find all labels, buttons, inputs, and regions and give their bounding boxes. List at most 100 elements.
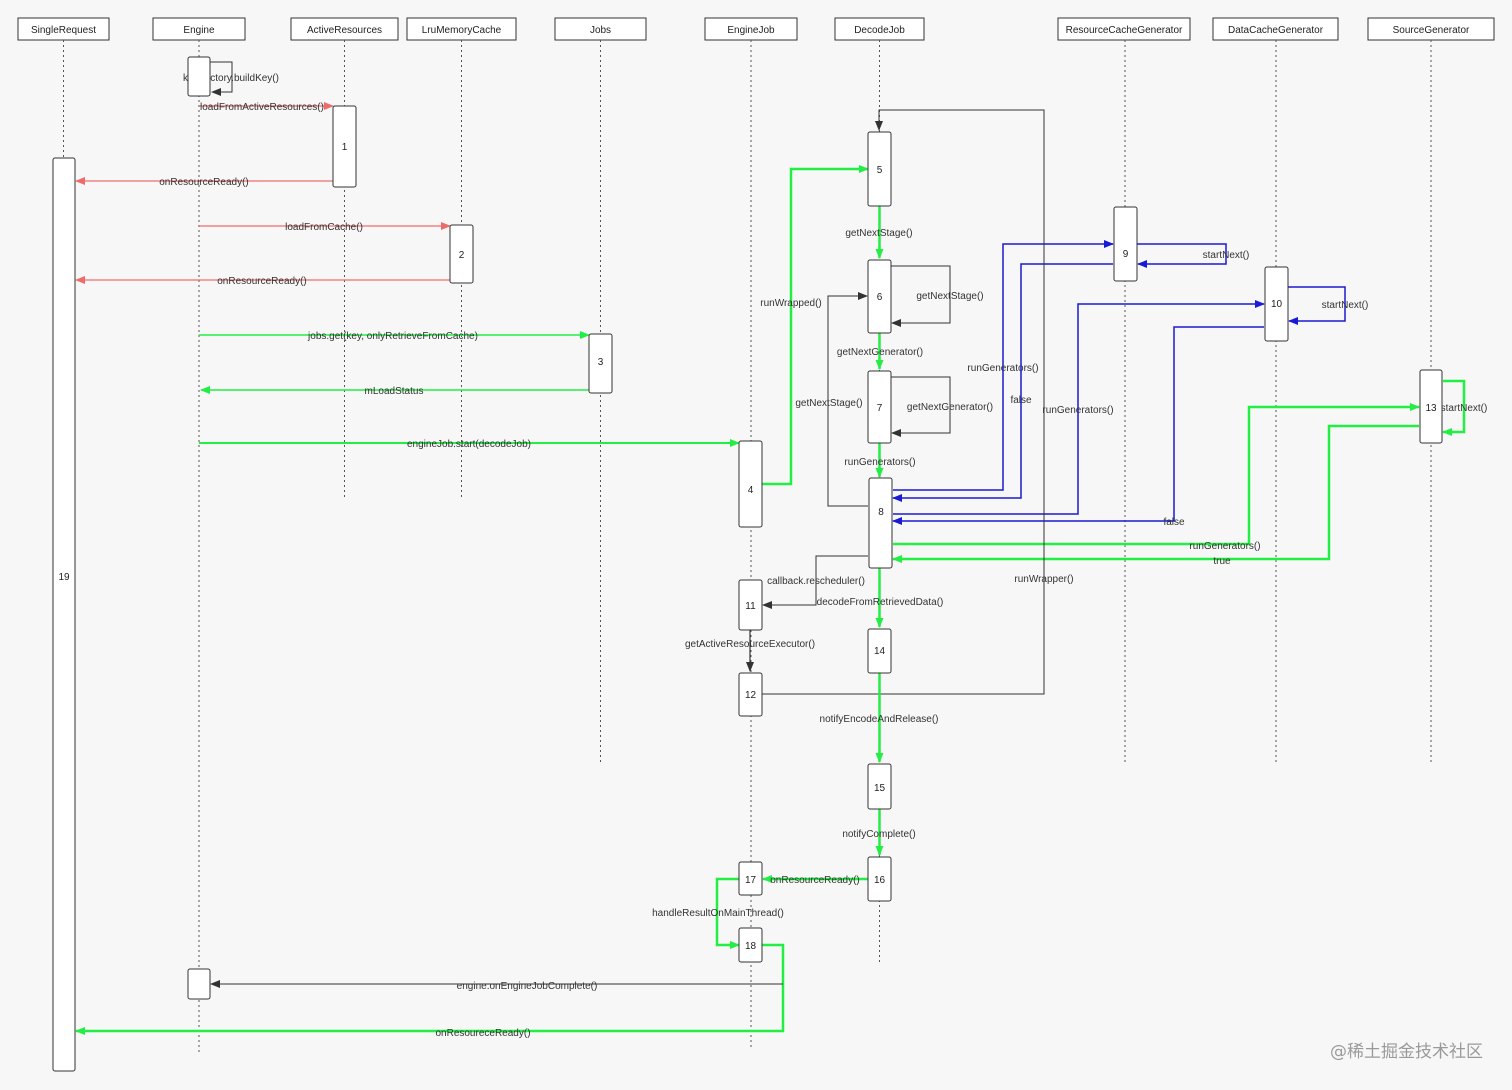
msg-decode-from-retrieved: decodeFromRetrievedData() (817, 568, 944, 628)
svg-text:getNextStage(): getNextStage() (916, 291, 983, 302)
svg-text:8: 8 (878, 507, 884, 518)
svg-text:keyFactory.buildKey(): keyFactory.buildKey() (183, 73, 279, 84)
svg-text:notifyEncodeAndRelease(): notifyEncodeAndRelease() (820, 714, 939, 725)
msg-handle-result-on-main-thread: handleResultOnMainThread() (652, 877, 784, 949)
svg-text:Jobs: Jobs (590, 25, 611, 36)
activation-engine-top (187, 56, 211, 97)
msg-run-generators-4: runGenerators() (893, 403, 1420, 552)
msg-true-1: true (892, 424, 1419, 567)
watermark: @稀土掘金技术社区 (1330, 1042, 1483, 1062)
svg-text:12: 12 (745, 690, 757, 701)
msg-get-next-generator-2: getNextGenerator() (891, 376, 993, 437)
svg-text:ResourceCacheGenerator: ResourceCacheGenerator (1066, 25, 1183, 36)
svg-text:loadFromCache(): loadFromCache() (285, 222, 363, 233)
svg-text:handleResultOnMainThread(): handleResultOnMainThread() (652, 908, 784, 919)
svg-text:4: 4 (748, 485, 754, 496)
svg-text:jobs.get(key, onlyRetrieveFrom: jobs.get(key, onlyRetrieveFromCache) (307, 331, 478, 342)
activation-16: 16 (867, 856, 892, 902)
activation-5: 5 (867, 131, 892, 207)
actor-decode-job: DecodeJob (834, 17, 925, 41)
svg-text:onResourceReady(): onResourceReady() (770, 875, 860, 886)
svg-text:loadFromActiveResources(): loadFromActiveResources() (200, 102, 324, 113)
svg-text:1: 1 (342, 142, 348, 153)
svg-text:startNext(): startNext() (1203, 250, 1250, 261)
msg-callback-rescheduler: callback.rescheduler() (762, 555, 868, 609)
msg-on-resource-ready-3: onResourceReady() (762, 875, 868, 886)
msg-m-load-status: mLoadStatus (200, 386, 589, 397)
svg-text:16: 16 (874, 875, 886, 886)
svg-text:decodeFromRetrievedData(): decodeFromRetrievedData() (817, 597, 944, 608)
svg-text:6: 6 (877, 292, 883, 303)
actor-data-cache-generator: DataCacheGenerator (1212, 17, 1339, 41)
activation-19: 19 (52, 157, 76, 1072)
msg-on-resource-ready-2: onResourceReady() (75, 276, 450, 287)
msg-engine-job-start: engineJob.start(decodeJob) (199, 439, 740, 450)
svg-text:9: 9 (1123, 249, 1129, 260)
svg-text:13: 13 (1425, 403, 1437, 414)
svg-text:SourceGenerator: SourceGenerator (1393, 25, 1470, 36)
svg-text:18: 18 (745, 941, 757, 952)
svg-text:17: 17 (745, 875, 757, 886)
msg-on-resource-ready-final: onResoureceReady() (75, 943, 785, 1039)
actor-resource-cache-generator: ResourceCacheGenerator (1057, 17, 1191, 41)
activations: 1 19 2 3 4 5 6 7 8 9 10 13 11 12 14 15 1… (52, 56, 1443, 1072)
svg-text:19: 19 (58, 572, 70, 583)
msg-false-1: false (892, 263, 1113, 502)
svg-text:getNextStage(): getNextStage() (845, 228, 912, 239)
svg-text:runGenerators(): runGenerators() (1189, 541, 1260, 552)
actor-jobs: Jobs (554, 17, 647, 41)
svg-text:7: 7 (877, 403, 883, 414)
msg-start-next-1: startNext() (1137, 243, 1250, 268)
msg-run-generators-2: runGenerators() (893, 240, 1114, 491)
msg-run-wrapped: runWrapped() (760, 165, 869, 486)
svg-text:getNextGenerator(): getNextGenerator() (837, 347, 923, 358)
svg-text:runWrapped(): runWrapped() (760, 298, 822, 309)
activation-1: 1 (332, 105, 357, 188)
actor-engine-job: EngineJob (704, 17, 798, 41)
svg-text:DataCacheGenerator: DataCacheGenerator (1228, 25, 1324, 36)
msg-run-wrapper: runWrapper() (762, 109, 1074, 695)
msg-notify-encode-and-release: notifyEncodeAndRelease() (820, 673, 939, 763)
svg-text:14: 14 (874, 646, 886, 657)
svg-text:getNextGenerator(): getNextGenerator() (907, 402, 993, 413)
svg-text:onResourceReady(): onResourceReady() (217, 276, 307, 287)
msg-get-next-generator-1: getNextGenerator() (837, 333, 923, 370)
activation-10: 10 (1264, 266, 1289, 342)
activation-6: 6 (867, 259, 892, 334)
svg-text:SingleRequest: SingleRequest (31, 25, 96, 36)
svg-text:DecodeJob: DecodeJob (854, 25, 905, 36)
svg-text:10: 10 (1271, 299, 1283, 310)
svg-text:startNext(): startNext() (1322, 300, 1369, 311)
msg-get-next-stage-2: getNextStage() (891, 265, 984, 327)
activation-15: 15 (867, 763, 892, 810)
msg-get-active-resource-executor: getActiveResourceExecutor() (685, 630, 815, 672)
activation-2: 2 (449, 224, 474, 284)
svg-text:5: 5 (877, 165, 883, 176)
msg-jobs-get: jobs.get(key, onlyRetrieveFromCache) (199, 331, 590, 342)
msg-load-from-active: loadFromActiveResources() (199, 102, 334, 113)
msg-get-next-stage-3: getNextStage() (795, 292, 868, 507)
svg-text:runGenerators(): runGenerators() (967, 363, 1038, 374)
actor-active-resources: ActiveResources (290, 17, 399, 41)
activation-engine-bottom (187, 968, 211, 1000)
svg-text:startNext(): startNext() (1441, 403, 1488, 414)
activation-14: 14 (867, 628, 892, 674)
svg-text:ActiveResources: ActiveResources (307, 25, 382, 36)
activation-11: 11 (738, 579, 763, 631)
svg-text:getNextStage(): getNextStage() (795, 398, 862, 409)
msg-run-generators-3: runGenerators() (893, 300, 1265, 515)
svg-text:false: false (1010, 395, 1032, 406)
activation-13: 13 (1419, 369, 1443, 444)
svg-text:mLoadStatus: mLoadStatus (365, 386, 424, 397)
svg-text:getActiveResourceExecutor(): getActiveResourceExecutor() (685, 639, 815, 650)
activation-17: 17 (738, 861, 763, 896)
actor-lru-memory-cache: LruMemoryCache (406, 17, 517, 41)
svg-text:2: 2 (459, 250, 465, 261)
svg-text:runGenerators(): runGenerators() (1042, 405, 1113, 416)
activation-18: 18 (738, 927, 763, 963)
msg-get-next-stage-1: getNextStage() (845, 206, 913, 259)
svg-text:onResourceReady(): onResourceReady() (159, 177, 249, 188)
msg-build-key: keyFactory.buildKey() (183, 61, 279, 96)
actor-single-request: SingleRequest (17, 17, 110, 41)
